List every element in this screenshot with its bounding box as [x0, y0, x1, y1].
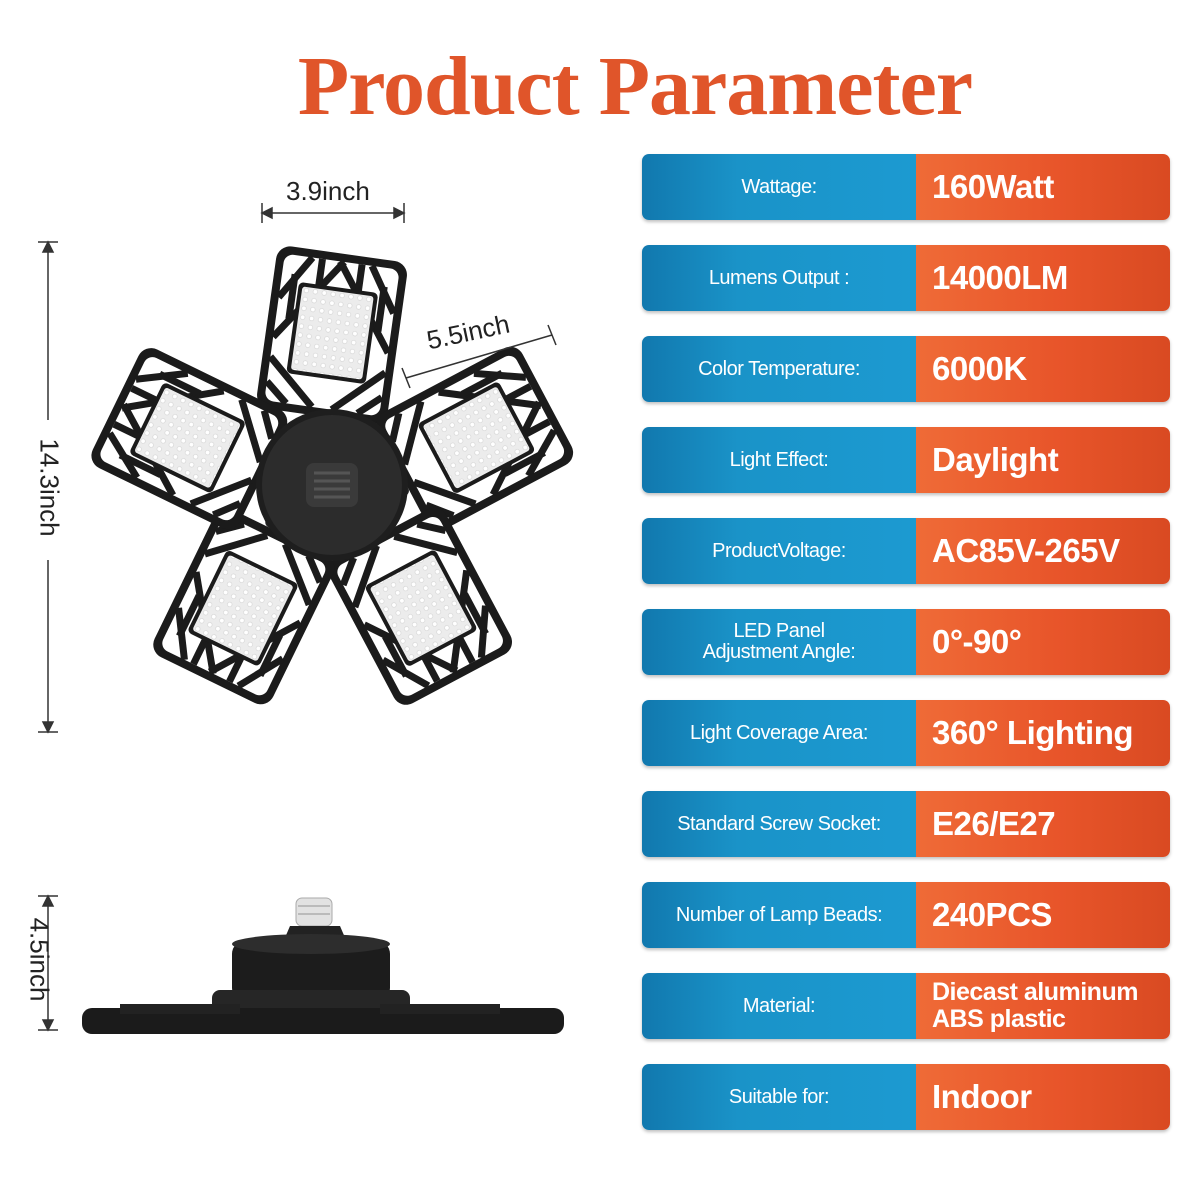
param-row-voltage: ProductVoltage: AC85V-265V: [642, 518, 1170, 584]
param-value: 0°-90°: [916, 609, 1170, 675]
param-row-lumens: Lumens Output : 14000LM: [642, 245, 1170, 311]
param-value: 360° Lighting: [916, 700, 1170, 766]
product-top-view-image: [38, 203, 600, 1034]
dimension-top-width: 3.9inch: [286, 176, 370, 206]
param-label: Light Effect:: [642, 427, 916, 493]
param-value: E26/E27: [916, 791, 1170, 857]
param-row-suitable-for: Suitable for: Indoor: [642, 1064, 1170, 1130]
param-row-screw-socket: Standard Screw Socket: E26/E27: [642, 791, 1170, 857]
param-label: Number of Lamp Beads:: [642, 882, 916, 948]
param-row-color-temperature: Color Temperature: 6000K: [642, 336, 1170, 402]
param-label: Material:: [642, 973, 916, 1039]
param-label: Light Coverage Area:: [642, 700, 916, 766]
param-label: ProductVoltage:: [642, 518, 916, 584]
param-row-wattage: Wattage: 160Watt: [642, 154, 1170, 220]
param-value: 160Watt: [916, 154, 1170, 220]
param-row-lamp-beads: Number of Lamp Beads: 240PCS: [642, 882, 1170, 948]
product-side-view-image: [82, 897, 564, 1034]
param-value: 240PCS: [916, 882, 1170, 948]
param-label: LED Panel Adjustment Angle:: [642, 609, 916, 675]
param-value: 6000K: [916, 336, 1170, 402]
param-value: Diecast aluminum ABS plastic: [916, 973, 1170, 1039]
page-title: Product Parameter: [297, 40, 973, 133]
param-row-light-effect: Light Effect: Daylight: [642, 427, 1170, 493]
param-value: Daylight: [916, 427, 1170, 493]
param-value: Indoor: [916, 1064, 1170, 1130]
param-row-adjustment-angle: LED Panel Adjustment Angle: 0°-90°: [642, 609, 1170, 675]
param-row-coverage-area: Light Coverage Area: 360° Lighting: [642, 700, 1170, 766]
param-label: Lumens Output :: [642, 245, 916, 311]
param-value: AC85V-265V: [916, 518, 1170, 584]
param-label: Color Temperature:: [642, 336, 916, 402]
param-row-material: Material: Diecast aluminum ABS plastic: [642, 973, 1170, 1039]
dimension-depth: 4.5inch: [24, 917, 55, 1002]
param-value: 14000LM: [916, 245, 1170, 311]
param-label: Standard Screw Socket:: [642, 791, 916, 857]
param-label: Suitable for:: [642, 1064, 916, 1130]
param-label: Wattage:: [642, 154, 916, 220]
dimension-total-height: 14.3inch: [34, 438, 65, 537]
